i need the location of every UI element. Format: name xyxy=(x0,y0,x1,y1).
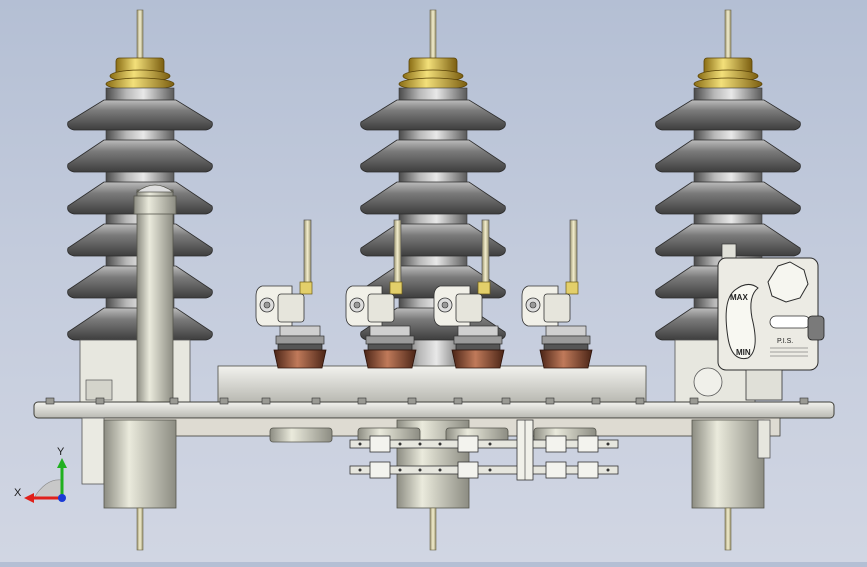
terminal-tray xyxy=(217,365,647,403)
gauge-brand-label: P.I.S. xyxy=(777,338,793,345)
base-bolts xyxy=(45,397,809,405)
gauge-min-label: MIN xyxy=(736,348,751,357)
triad-plane-icon xyxy=(33,479,63,499)
triad-y-label: Y xyxy=(57,446,65,458)
oil-level-gauge: MAX MIN P.I.S. xyxy=(717,243,825,401)
bushing-1 xyxy=(255,219,327,369)
coordinate-triad: Y X xyxy=(14,446,67,503)
triad-x-label: X xyxy=(14,487,22,499)
breather-tube xyxy=(133,184,177,405)
lower-post-left xyxy=(103,419,177,551)
z-axis-dot-icon xyxy=(58,494,66,502)
busbars xyxy=(349,419,619,481)
bushing-4 xyxy=(521,219,593,369)
lower-post-right xyxy=(691,419,765,551)
gauge-max-label: MAX xyxy=(730,293,748,302)
